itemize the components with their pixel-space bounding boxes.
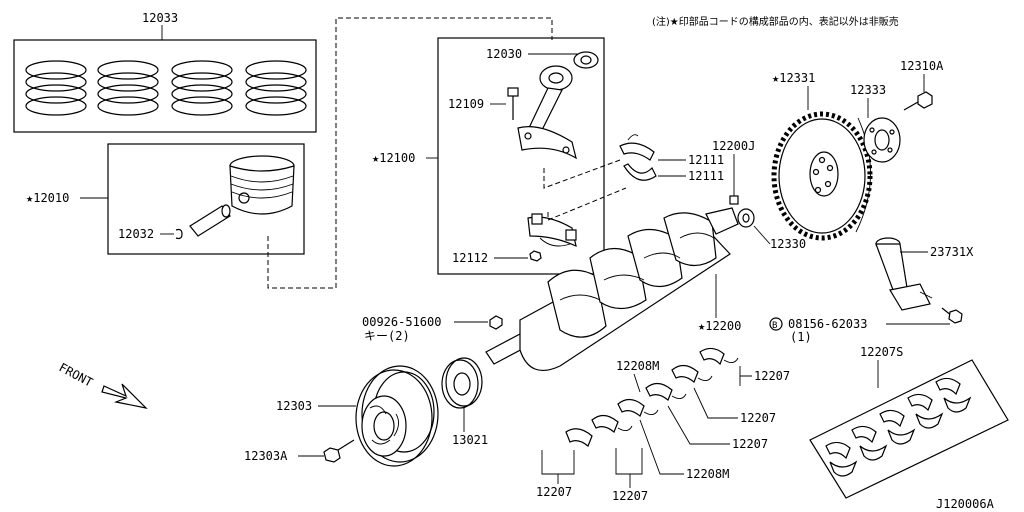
label-12330[interactable]: 12330 bbox=[770, 237, 806, 251]
crank-position-sensor[interactable] bbox=[875, 237, 933, 311]
conrod-cap[interactable] bbox=[527, 213, 577, 248]
label-12112[interactable]: 12112 bbox=[452, 251, 488, 265]
leader-12207-r1 bbox=[739, 366, 752, 386]
bearing-set-box bbox=[809, 359, 1009, 499]
conrod-bearing-upper[interactable] bbox=[619, 134, 655, 161]
bolt-marker: B bbox=[772, 321, 777, 331]
label-12033[interactable]: 12033 bbox=[142, 11, 178, 25]
pulley-bolt[interactable] bbox=[323, 439, 355, 463]
crank-pulley[interactable] bbox=[355, 365, 439, 467]
label-00926-sub: キー(2) bbox=[364, 329, 410, 343]
label-12111-lower[interactable]: 12111 bbox=[688, 169, 724, 183]
label-00926[interactable]: 00926-51600 bbox=[362, 315, 441, 329]
label-12111-upper[interactable]: 12111 bbox=[688, 153, 724, 167]
leader-12208m-top bbox=[633, 373, 641, 393]
conrod-bolt[interactable] bbox=[507, 87, 519, 120]
label-12208m-bot[interactable]: 12208M bbox=[686, 467, 729, 481]
label-12207s[interactable]: 12207S bbox=[860, 345, 903, 359]
diagram-id: J120006A bbox=[936, 497, 995, 511]
crank-sprocket[interactable] bbox=[441, 357, 483, 409]
crankshaft[interactable] bbox=[485, 207, 739, 371]
piston-box bbox=[107, 143, 305, 255]
leader-12330 bbox=[753, 225, 771, 245]
piston-ring-set-box bbox=[13, 39, 317, 133]
label-12207-r3[interactable]: 12207 bbox=[732, 437, 768, 451]
leader-12207-b2 bbox=[615, 448, 643, 488]
crank-dowel[interactable] bbox=[729, 195, 739, 205]
front-arrow-icon bbox=[101, 383, 148, 409]
ring-stack-3 bbox=[171, 60, 233, 116]
flywheel-bolt[interactable] bbox=[903, 91, 933, 111]
main-bearings-upper[interactable] bbox=[565, 347, 739, 447]
label-12208m-top[interactable]: 12208M bbox=[616, 359, 659, 373]
piston-rings[interactable] bbox=[25, 60, 307, 116]
label-12207-b2[interactable]: 12207 bbox=[612, 489, 648, 503]
leader-12207-r2 bbox=[693, 387, 738, 419]
label-12303[interactable]: 12303 bbox=[276, 399, 312, 413]
reinforcement-plate[interactable] bbox=[863, 117, 901, 163]
label-12303a[interactable]: 12303A bbox=[244, 449, 288, 463]
label-12109[interactable]: 12109 bbox=[448, 97, 484, 111]
snap-ring[interactable] bbox=[175, 228, 183, 240]
piston-pin[interactable] bbox=[189, 204, 231, 237]
piston[interactable] bbox=[229, 155, 295, 215]
label-12010[interactable]: ★12010 bbox=[26, 191, 69, 205]
label-12030[interactable]: 12030 bbox=[486, 47, 522, 61]
sensor-bolt[interactable] bbox=[941, 307, 963, 324]
leader-12208m-bot bbox=[639, 419, 684, 475]
label-12207-r2[interactable]: 12207 bbox=[740, 411, 776, 425]
flywheel[interactable] bbox=[771, 111, 873, 241]
label-23731x[interactable]: 23731X bbox=[930, 245, 974, 259]
label-12310a[interactable]: 12310A bbox=[900, 59, 944, 73]
conrod-bearing-lower[interactable] bbox=[623, 163, 657, 181]
main-bearing-set[interactable] bbox=[825, 377, 972, 477]
ring-stack-4 bbox=[245, 60, 307, 116]
label-12200[interactable]: ★12200 bbox=[698, 319, 741, 333]
label-12032[interactable]: 12032 bbox=[118, 227, 154, 241]
dashed-bearing-upper bbox=[543, 159, 621, 189]
dashed-bearing-lower bbox=[547, 187, 627, 221]
ring-stack-1 bbox=[25, 60, 87, 116]
label-08156-qty: (1) bbox=[790, 330, 812, 344]
ring-stack-2 bbox=[97, 60, 159, 116]
crank-key[interactable] bbox=[489, 315, 503, 330]
leader-12207-r3 bbox=[667, 405, 730, 445]
conrod-box bbox=[437, 37, 605, 275]
label-12333[interactable]: 12333 bbox=[850, 83, 886, 97]
leader-12207-b1 bbox=[541, 450, 575, 484]
label-12207-b1[interactable]: 12207 bbox=[536, 485, 572, 499]
conrod-bushing[interactable] bbox=[573, 51, 599, 69]
pilot-bushing[interactable] bbox=[737, 208, 755, 228]
label-13021[interactable]: 13021 bbox=[452, 433, 488, 447]
label-12207-r1[interactable]: 12207 bbox=[754, 369, 790, 383]
connecting-rod[interactable] bbox=[517, 65, 577, 160]
label-08156[interactable]: 08156-62033 bbox=[788, 317, 867, 331]
label-12100[interactable]: ★12100 bbox=[372, 151, 415, 165]
diagram-note: (注)★印部品コードの構成部品の内、表記以外は非販売 bbox=[652, 15, 899, 28]
bolt-marker-circle bbox=[769, 317, 783, 331]
label-12331[interactable]: ★12331 bbox=[772, 71, 815, 85]
conrod-nut[interactable] bbox=[529, 250, 542, 262]
label-12200j[interactable]: 12200J bbox=[712, 139, 755, 153]
front-label: FRONT bbox=[57, 360, 95, 389]
dashed-link-piston bbox=[267, 17, 553, 289]
